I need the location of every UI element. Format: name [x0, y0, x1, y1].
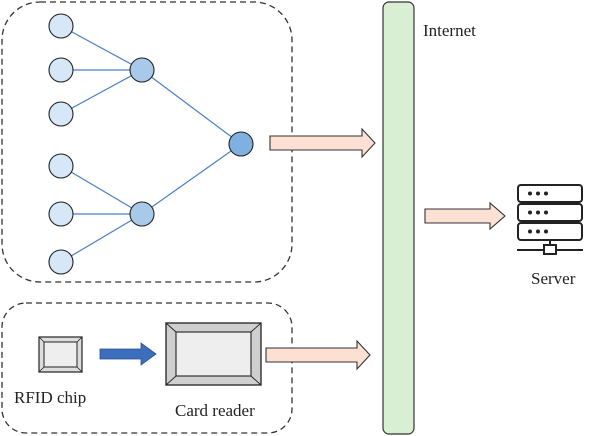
edge: [60, 69, 143, 115]
card-reader-icon: [165, 322, 262, 386]
edge: [141, 143, 242, 215]
sensor-node: [48, 57, 74, 83]
cluster-nodes: [129, 57, 155, 227]
rfid-chip-label: RFID chip: [14, 388, 87, 407]
server-label: Server: [531, 269, 576, 288]
sink-node: [228, 131, 254, 157]
edge: [141, 69, 242, 145]
edge: [60, 165, 143, 215]
internet-bar: [382, 1, 415, 435]
arrow-network-to-internet: [269, 127, 376, 159]
internet-label: Internet: [423, 21, 476, 40]
server-icon: [517, 184, 583, 255]
edge: [60, 213, 143, 263]
sensor-node: [48, 13, 74, 39]
cluster-node: [129, 201, 155, 227]
arrow-chip-to-reader: [99, 342, 157, 366]
network-edges: [60, 25, 242, 263]
sensor-node: [48, 249, 74, 275]
sensor-node: [48, 101, 74, 127]
input-nodes: [48, 13, 74, 275]
sensor-node: [48, 153, 74, 179]
cluster-node: [129, 57, 155, 83]
card-reader-label: Card reader: [175, 401, 255, 420]
edge: [60, 25, 143, 71]
arrow-reader-to-internet: [265, 339, 371, 371]
arrow-internet-to-server: [424, 201, 506, 231]
rfid-subsystem-box: [1, 302, 293, 434]
rfid-chip-icon: [38, 336, 83, 373]
sensor-node: [48, 201, 74, 227]
